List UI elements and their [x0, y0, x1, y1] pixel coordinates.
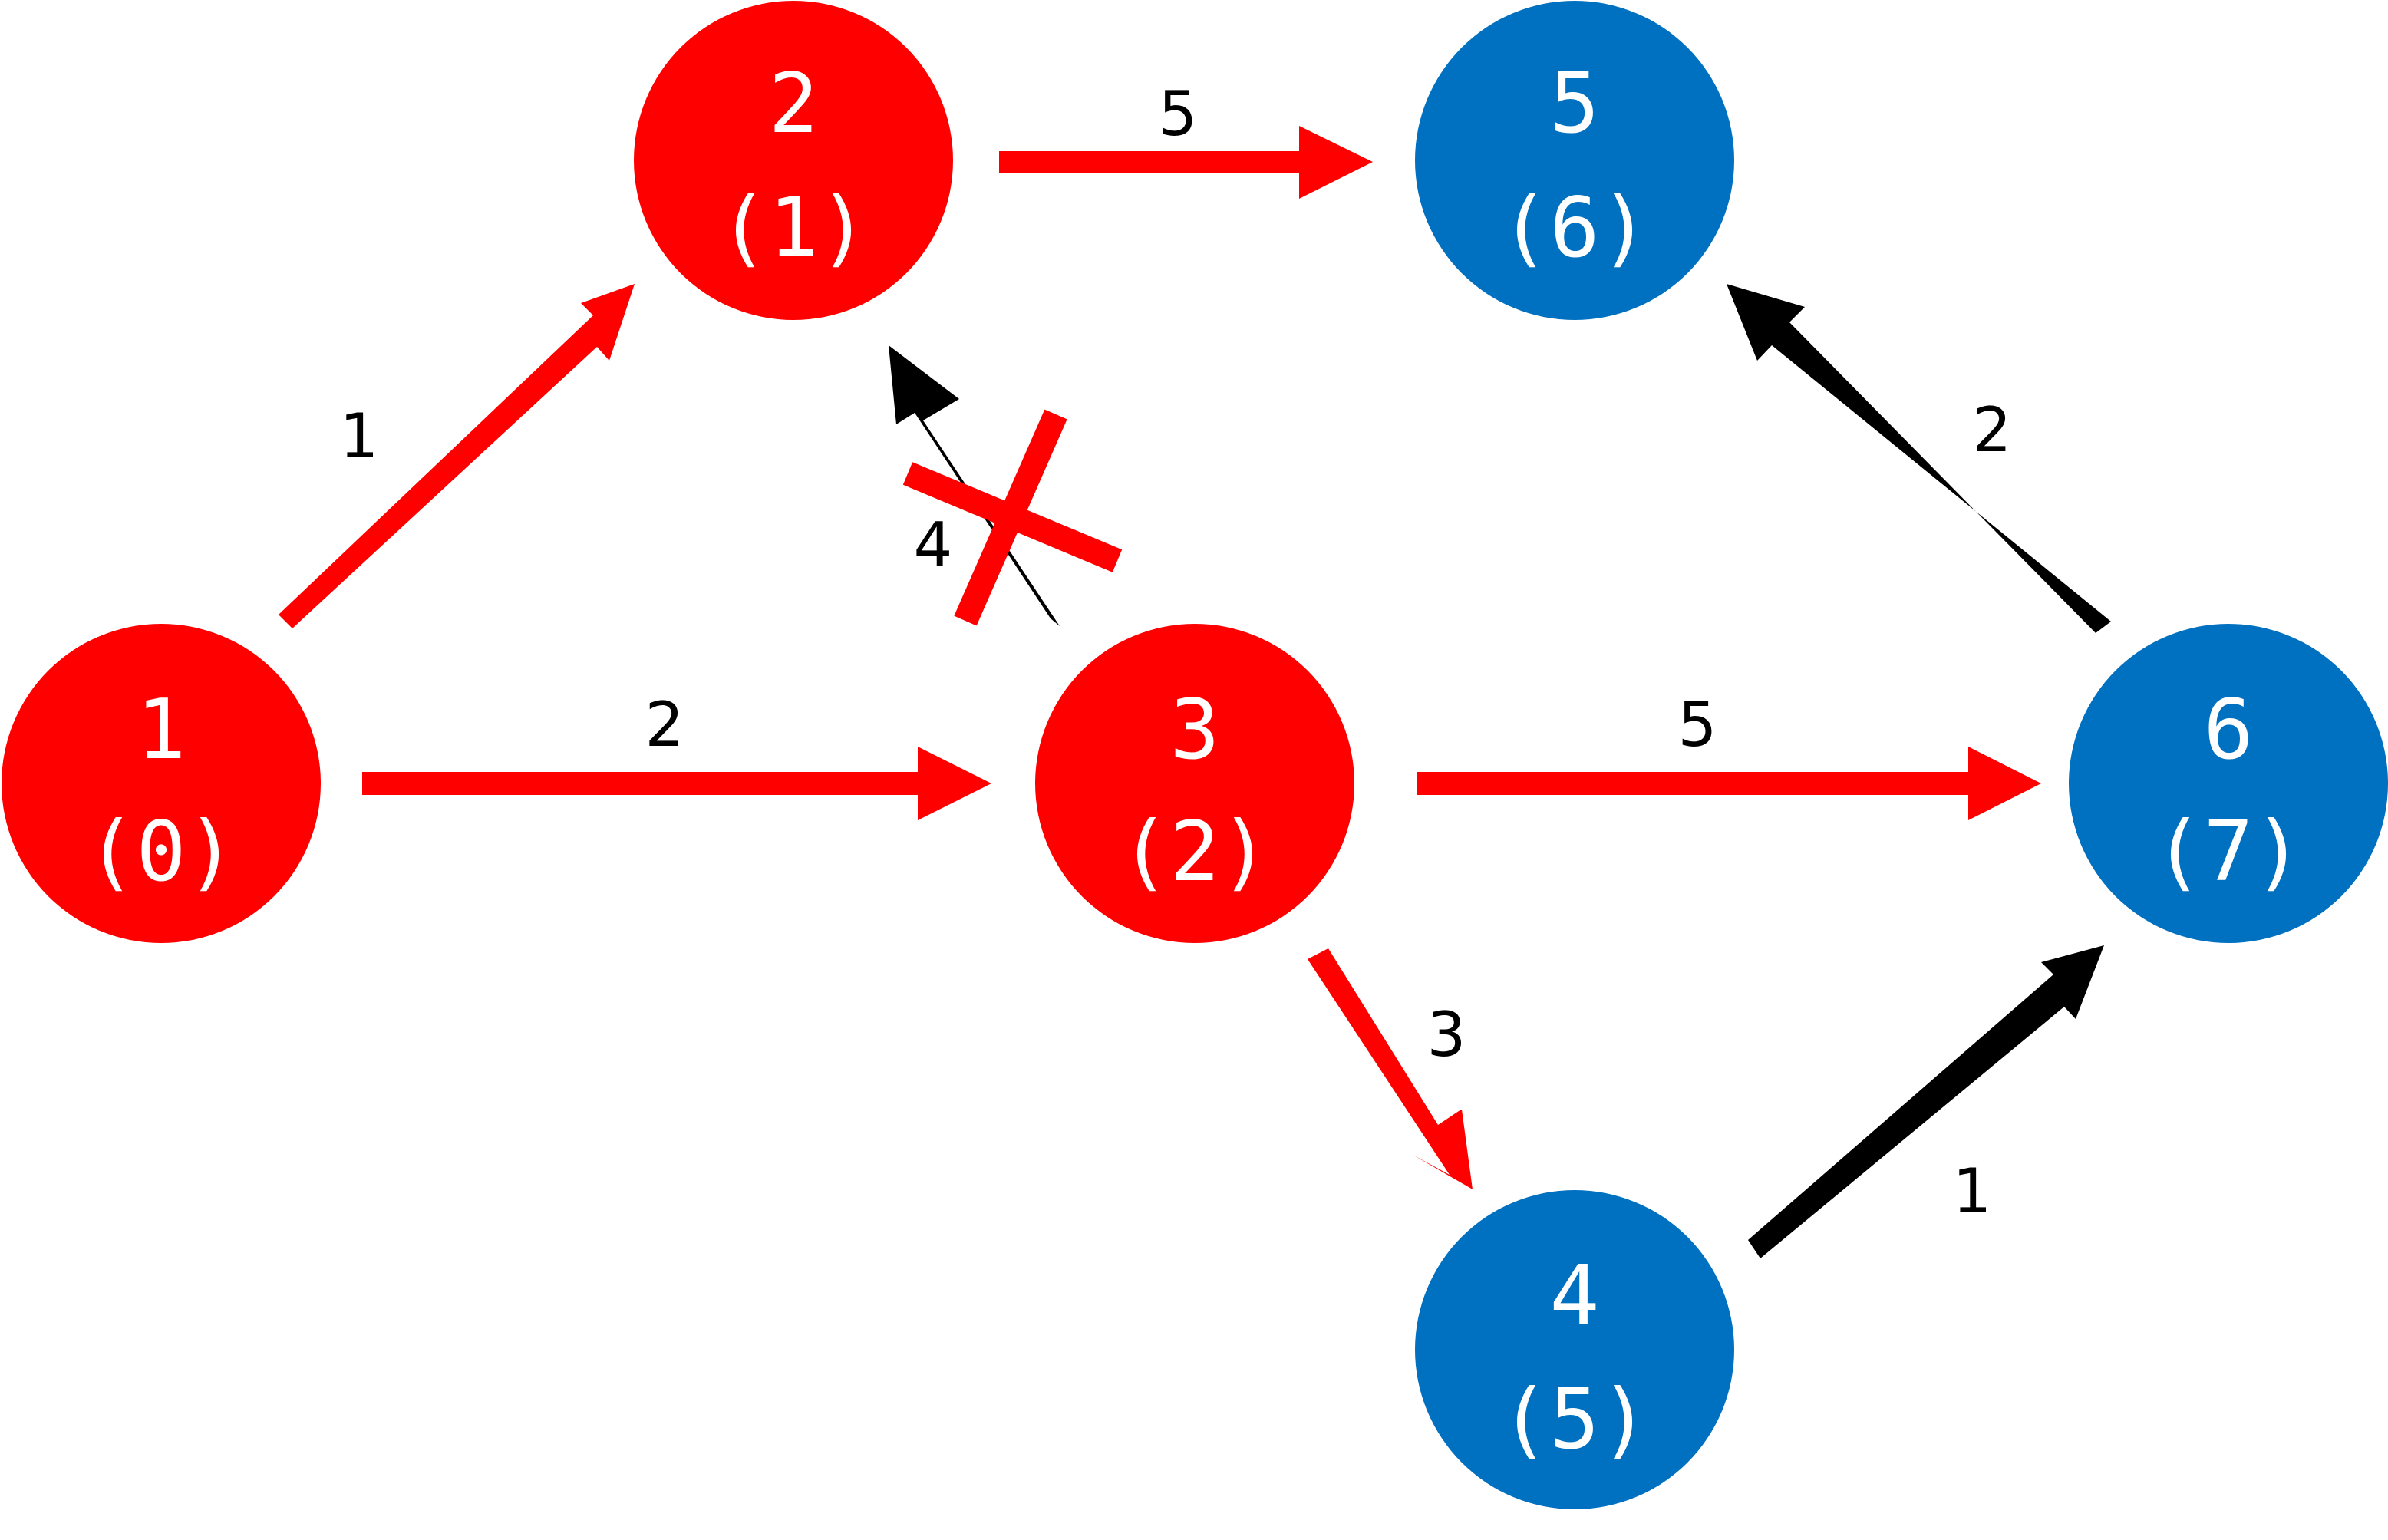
node-6-id: 6: [2203, 682, 2253, 778]
node-1-distance: (0): [86, 804, 236, 900]
node-6-circle: [2069, 624, 2388, 943]
node-1: 1 (0): [2, 624, 321, 943]
edge-3-4-weight: 3: [1427, 999, 1466, 1070]
edge-1-2-arrow: [279, 284, 635, 628]
node-5-id: 5: [1549, 56, 1599, 152]
edge-6-5-arrow: [1727, 284, 2111, 633]
edge-4-6-arrow: [1748, 945, 2104, 1258]
edge-3-4-arrow: [1308, 948, 1473, 1189]
node-2-distance: (1): [718, 180, 868, 276]
node-6-distance: (7): [2153, 804, 2303, 900]
node-5: 5 (6): [1415, 1, 1734, 320]
edge-1-3: 2: [362, 689, 991, 820]
edge-4-6-weight: 1: [1953, 1156, 1992, 1227]
node-4-distance: (5): [1499, 1372, 1649, 1468]
node-5-distance: (6): [1499, 180, 1649, 276]
edge-3-2-weight: 4: [914, 509, 953, 581]
edge-3-6-weight: 5: [1678, 689, 1717, 760]
edge-3-6-arrow: [1417, 747, 2041, 820]
edge-1-3-weight: 2: [645, 689, 684, 760]
node-4-circle: [1415, 1190, 1734, 1509]
edge-1-3-arrow: [362, 747, 991, 820]
edge-2-5-arrow: [999, 126, 1373, 199]
edge-3-4: 3: [1308, 948, 1473, 1189]
node-6: 6 (7): [2069, 624, 2388, 943]
node-4: 4 (5): [1415, 1190, 1734, 1509]
edge-3-6: 5: [1417, 689, 2041, 820]
node-1-circle: [2, 624, 321, 943]
edge-3-2-arrow: [889, 345, 1060, 626]
edge-1-2: 1: [279, 284, 635, 628]
edge-4-6: 1: [1748, 945, 2104, 1258]
edge-1-2-weight: 1: [340, 401, 379, 472]
node-1-id: 1: [136, 682, 186, 778]
edge-6-5: 2: [1727, 284, 2111, 633]
node-2-circle: [634, 1, 953, 320]
edge-6-5-weight: 2: [1973, 394, 2012, 466]
node-3-id: 3: [1169, 682, 1219, 778]
node-3-circle: [1035, 624, 1354, 943]
edge-3-2: 4: [889, 345, 1123, 626]
node-3-distance: (2): [1120, 804, 1269, 900]
rejected-cross-mark: [902, 409, 1123, 626]
edge-2-5: 5: [999, 78, 1373, 199]
edge-2-5-weight: 5: [1159, 78, 1198, 150]
node-4-id: 4: [1549, 1248, 1599, 1344]
node-5-circle: [1415, 1, 1734, 320]
node-2: 2 (1): [634, 1, 953, 320]
node-3: 3 (2): [1035, 624, 1354, 943]
node-2-id: 2: [768, 56, 818, 152]
